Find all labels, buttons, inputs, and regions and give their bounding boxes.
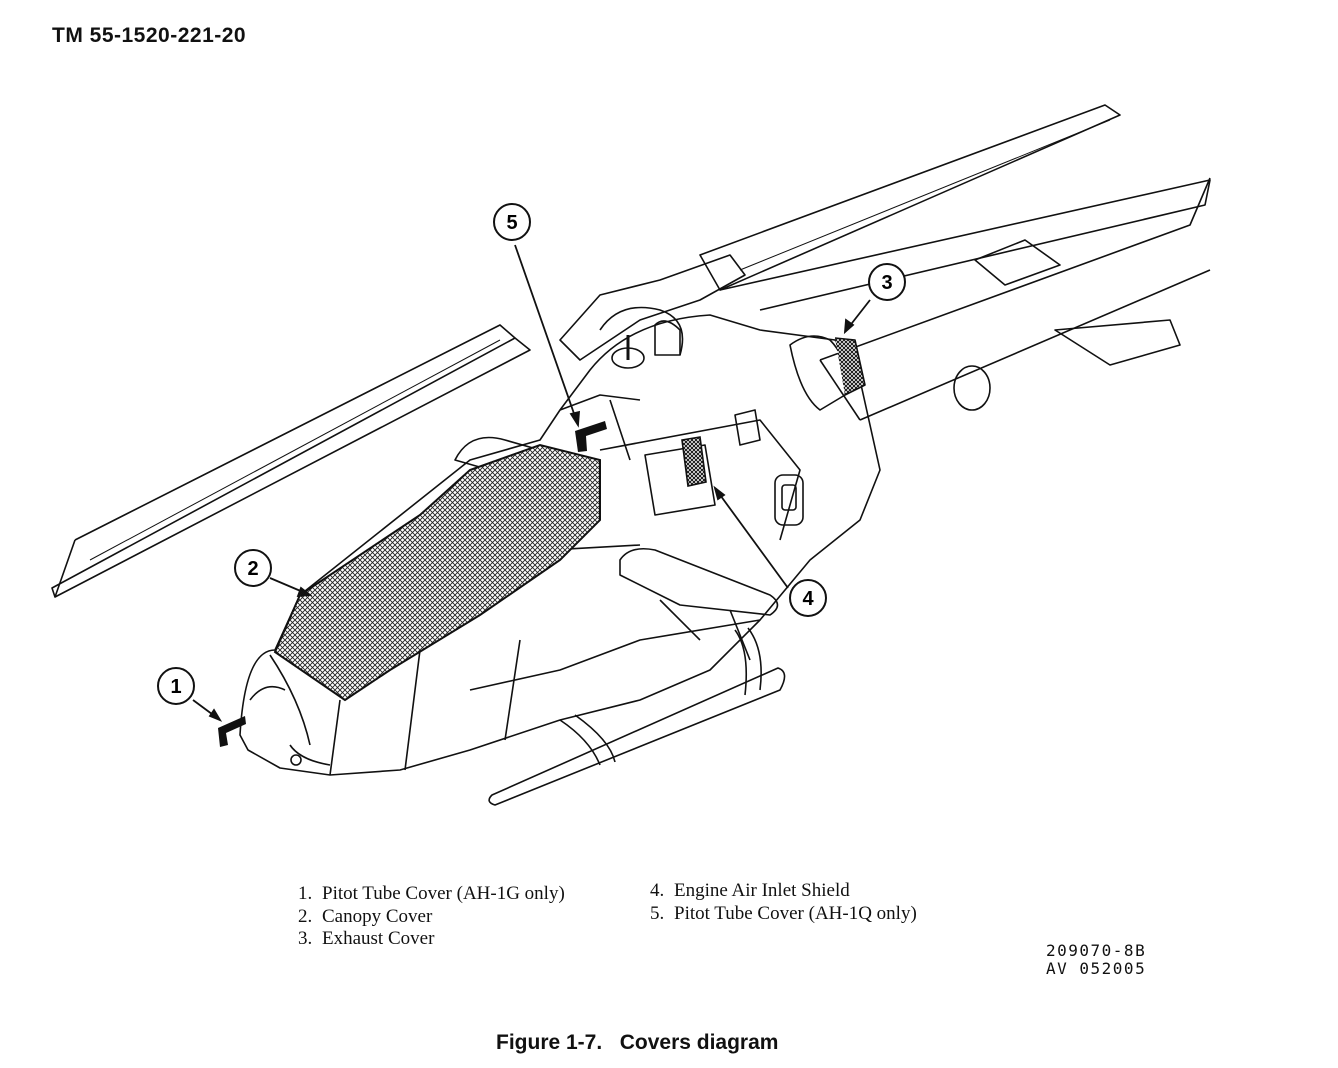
- callout-label: 1: [170, 676, 181, 698]
- engine-exhaust: [789, 335, 866, 411]
- main-rotor-blade-right: [699, 104, 1211, 311]
- legend-item-label: Pitot Tube Cover (AH-1G only): [322, 883, 565, 904]
- main-rotor-blade-left: [51, 324, 531, 598]
- callout-label: 4: [802, 588, 814, 610]
- legend-item: 5.Pitot Tube Cover (AH-1Q only): [650, 902, 917, 924]
- drawing-code: 209070-8B: [1046, 941, 1147, 960]
- callout-4: 4: [789, 579, 827, 617]
- legend-left: 1.Pitot Tube Cover (AH-1G only) 2.Canopy…: [298, 883, 565, 951]
- legend-item-label: Exhaust Cover: [322, 928, 435, 949]
- rotor-hub: [559, 254, 746, 369]
- pitot-tube-cover-1: [218, 716, 246, 747]
- legend-item: 2.Canopy Cover: [298, 905, 433, 927]
- legend-item: 3.Exhaust Cover: [298, 928, 435, 949]
- legend-item-label: Engine Air Inlet Shield: [674, 880, 850, 901]
- drawing-code: AV 052005: [1046, 959, 1147, 978]
- stub-wing: [619, 547, 779, 661]
- legend-item: 1.Pitot Tube Cover (AH-1G only): [298, 883, 565, 904]
- callout-1: 1: [157, 667, 195, 705]
- callout-3: 3: [868, 263, 906, 301]
- callout-leaders: [192, 244, 871, 722]
- legend-item-label: Canopy Cover: [322, 905, 433, 927]
- legend-item: 4.Engine Air Inlet Shield: [650, 880, 850, 901]
- figure-number: Figure 1-7.: [496, 1031, 603, 1054]
- landing-gear: [488, 627, 786, 806]
- figure-title: Covers diagram: [619, 1031, 779, 1054]
- pitot-tube-cover-5: [575, 421, 607, 452]
- callout-5: 5: [493, 203, 531, 241]
- callout-label: 3: [881, 272, 892, 294]
- document-id: TM 55-1520-221-20: [52, 24, 247, 47]
- nose: [289, 744, 331, 766]
- callout-label: 5: [506, 212, 517, 234]
- figure-caption: Figure 1-7. Covers diagram: [496, 1031, 778, 1055]
- canopy-cover: [273, 443, 601, 702]
- engine-air-inlet-shield: [681, 436, 707, 487]
- callout-label: 2: [247, 558, 258, 580]
- tail-boom: [819, 177, 1211, 421]
- callout-2: 2: [234, 549, 272, 587]
- legend-item-label: Pitot Tube Cover (AH-1Q only): [674, 902, 917, 924]
- legend-right: 4.Engine Air Inlet Shield 5.Pitot Tube C…: [650, 880, 917, 925]
